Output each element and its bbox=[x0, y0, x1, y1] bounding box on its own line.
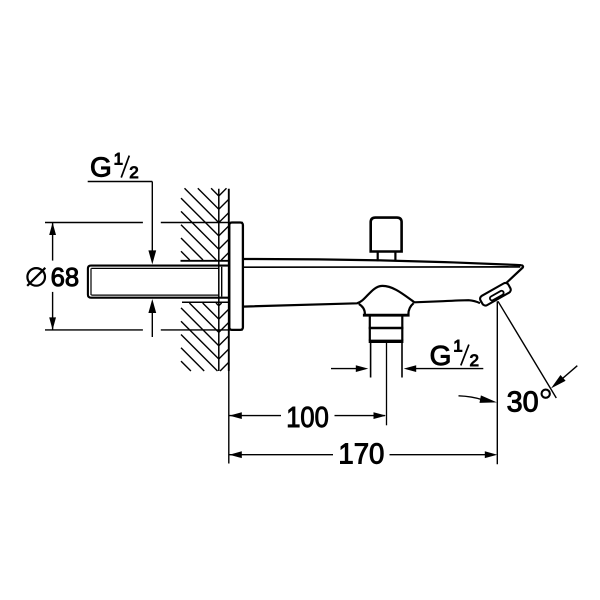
svg-text:68: 68 bbox=[51, 262, 80, 292]
svg-text:2: 2 bbox=[470, 351, 479, 370]
svg-text:2: 2 bbox=[129, 163, 138, 182]
svg-text:G: G bbox=[90, 152, 112, 183]
svg-text:170: 170 bbox=[338, 439, 384, 471]
svg-text:1: 1 bbox=[453, 337, 462, 356]
svg-text:30: 30 bbox=[507, 387, 539, 419]
svg-text:G: G bbox=[430, 340, 452, 371]
svg-text:100: 100 bbox=[286, 402, 329, 434]
svg-text:1: 1 bbox=[114, 149, 123, 168]
